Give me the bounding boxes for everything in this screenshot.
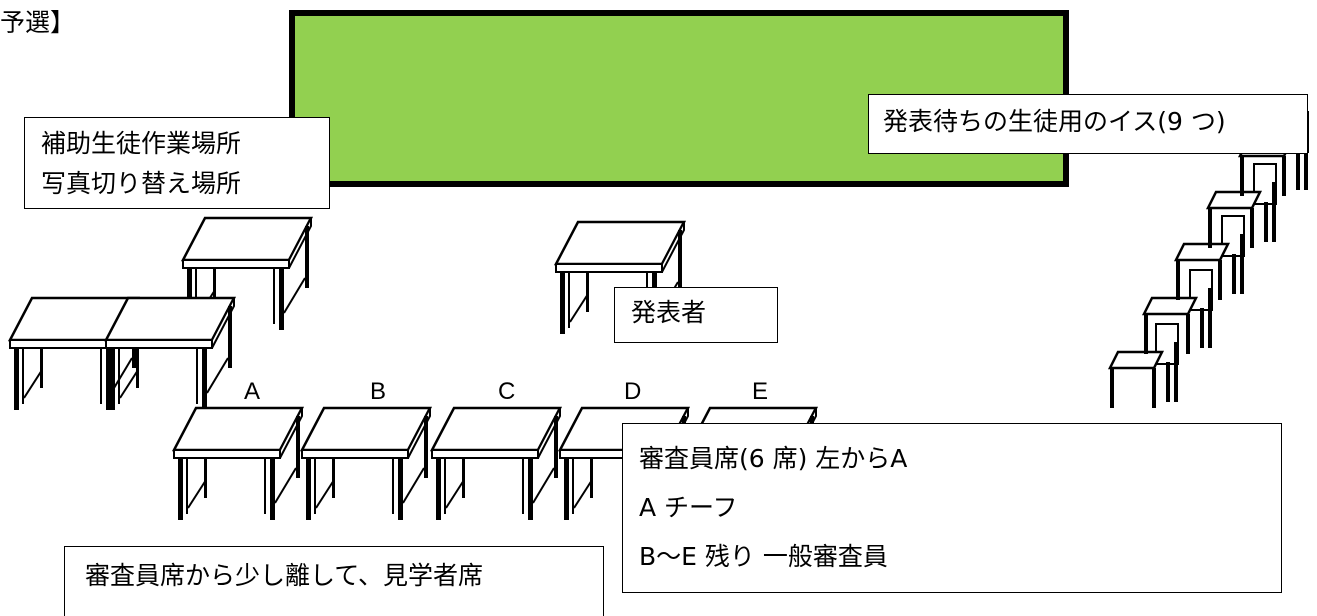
assistant-line-1: 補助生徒作業場所: [41, 129, 242, 158]
desk-assistant-right: [103, 296, 237, 410]
audience-seat-label: 審査員席から少し離して、見学者席: [64, 546, 604, 616]
header-fragment: 予選】: [0, 8, 76, 37]
judge-letter-b: B: [370, 378, 387, 405]
waiting-chairs-label: 発表待ちの生徒用のイス(9 つ): [868, 94, 1308, 154]
judges-line-2: A チーフ: [639, 493, 738, 522]
chair-3: [1173, 215, 1245, 300]
judges-line-1: 審査員席(6 席) 左からA: [639, 444, 908, 473]
assistant-area-label: 補助生徒作業場所 写真切り替え場所: [24, 117, 330, 209]
judge-letter-e: E: [752, 378, 769, 405]
desk-judge-c: [429, 406, 563, 520]
chair-1: [1107, 323, 1179, 408]
desk-judge-a: [171, 406, 305, 520]
assistant-line-2: 写真切り替え場所: [41, 169, 242, 198]
judge-letter-a: A: [244, 378, 261, 405]
chair-4: [1205, 163, 1277, 248]
judges-line-3: B〜E 残り 一般審査員: [639, 542, 888, 571]
judge-letter-c: C: [498, 378, 516, 405]
desk-assistant-left: [7, 296, 141, 410]
judges-seat-label: 審査員席(6 席) 左からA A チーフ B〜E 残り 一般審査員: [622, 423, 1282, 593]
desk-assistant-back: [180, 216, 314, 330]
chair-2: [1141, 269, 1213, 354]
desk-judge-b: [299, 406, 433, 520]
judge-letter-d: D: [624, 378, 642, 405]
presenter-label: 発表者: [614, 287, 778, 343]
